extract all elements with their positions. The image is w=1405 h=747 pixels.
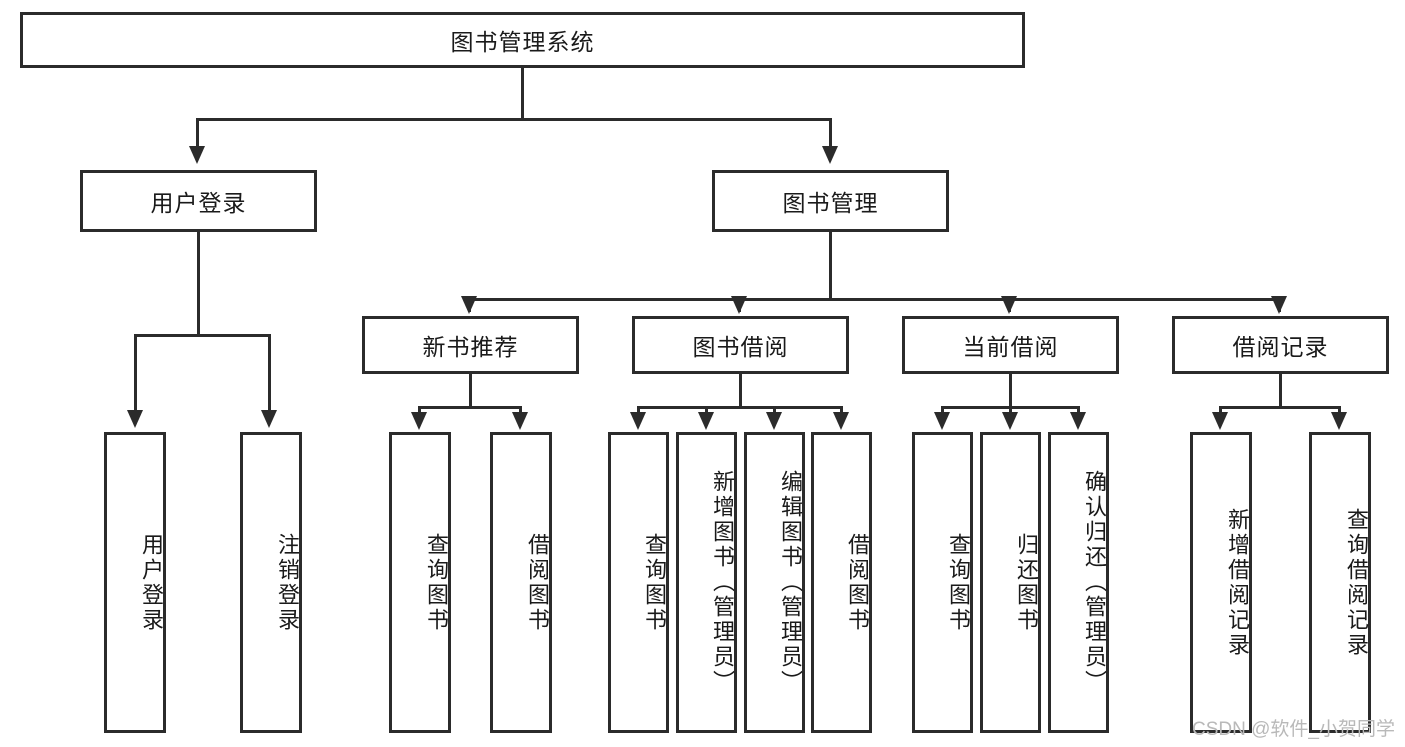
arrowhead-leaf-logout: [261, 410, 277, 428]
leaf-bb-query-book[interactable]: 查询图书: [608, 432, 669, 733]
connector-user-login-to-leaf-2: [268, 334, 271, 412]
arrowhead-book-borrow: [731, 296, 747, 314]
arrowhead-user-login: [189, 146, 205, 164]
node-label: 归还图书: [1014, 532, 1039, 633]
node-label: 用户登录: [150, 190, 247, 216]
arrowhead-current-borrow: [1001, 296, 1017, 314]
node-label: 用户登录: [139, 532, 164, 633]
node-label: 查询图书: [946, 532, 971, 633]
connector-cb-trunk: [1009, 374, 1012, 408]
node-label: 确认归还（管理员）: [1082, 470, 1107, 695]
connector-br-bar: [1219, 406, 1341, 409]
connector-root-to-user-login: [196, 118, 199, 148]
leaf-bb-borrow-book[interactable]: 借阅图书: [811, 432, 872, 733]
leaf-nbr-borrow-book[interactable]: 借阅图书: [490, 432, 552, 733]
leaf-user-login[interactable]: 用户登录: [104, 432, 166, 733]
node-label: 图书管理系统: [450, 29, 595, 55]
node-root-book-management-system[interactable]: 图书管理系统: [20, 12, 1025, 68]
connector-user-login-to-leaf-1: [134, 334, 137, 412]
node-label: 注销登录: [275, 532, 300, 633]
node-label: 当前借阅: [962, 334, 1059, 360]
arrowhead-cb-leaf-2: [1002, 412, 1018, 430]
leaf-bb-add-book-admin[interactable]: 新增图书（管理员）: [676, 432, 737, 733]
connector-bb-bar: [637, 406, 843, 409]
arrowhead-bb-leaf-4: [833, 412, 849, 430]
connector-bb-trunk: [739, 374, 742, 408]
node-label: 借阅图书: [525, 532, 550, 633]
node-book-management[interactable]: 图书管理: [712, 170, 949, 232]
node-label: 查询图书: [642, 532, 667, 633]
arrowhead-bb-leaf-1: [630, 412, 646, 430]
leaf-logout[interactable]: 注销登录: [240, 432, 302, 733]
csdn-watermark: CSDN @软件_小贺同学: [1192, 719, 1395, 740]
connector-nbr-trunk: [469, 374, 472, 408]
node-label: 图书管理: [782, 190, 879, 216]
arrowhead-cb-leaf-1: [934, 412, 950, 430]
connector-br-trunk: [1279, 374, 1282, 408]
leaf-nbr-query-book[interactable]: 查询图书: [389, 432, 451, 733]
connector-root-trunk: [521, 68, 524, 120]
node-label: 借阅记录: [1232, 334, 1329, 360]
arrowhead-nbr-leaf-1: [411, 412, 427, 430]
arrowhead-cb-leaf-3: [1070, 412, 1086, 430]
leaf-bb-edit-book-admin[interactable]: 编辑图书（管理员）: [744, 432, 805, 733]
connector-nbr-bar: [418, 406, 522, 409]
node-label: 新增图书（管理员）: [710, 470, 735, 695]
node-label: 编辑图书（管理员）: [778, 470, 803, 695]
arrowhead-br-leaf-2: [1331, 412, 1347, 430]
arrowhead-bb-leaf-3: [766, 412, 782, 430]
arrowhead-br-leaf-1: [1212, 412, 1228, 430]
node-borrow-record[interactable]: 借阅记录: [1172, 316, 1389, 374]
arrowhead-bb-leaf-2: [698, 412, 714, 430]
connector-book-management-bar: [468, 298, 1279, 301]
node-book-borrow[interactable]: 图书借阅: [632, 316, 849, 374]
connector-user-login-trunk: [197, 232, 200, 336]
leaf-br-add-record[interactable]: 新增借阅记录: [1190, 432, 1252, 733]
leaf-cb-return-book[interactable]: 归还图书: [980, 432, 1041, 733]
leaf-br-query-record[interactable]: 查询借阅记录: [1309, 432, 1371, 733]
connector-user-login-bar: [134, 334, 271, 337]
node-new-book-recommend[interactable]: 新书推荐: [362, 316, 579, 374]
connector-root-bar: [196, 118, 832, 121]
node-label: 新增借阅记录: [1225, 507, 1250, 658]
node-user-login[interactable]: 用户登录: [80, 170, 317, 232]
node-label: 查询图书: [424, 532, 449, 633]
leaf-cb-confirm-return-admin[interactable]: 确认归还（管理员）: [1048, 432, 1109, 733]
arrowhead-borrow-record: [1271, 296, 1287, 314]
node-label: 图书借阅: [692, 334, 789, 360]
connector-root-to-book-management: [829, 118, 832, 148]
arrowhead-nbr-leaf-2: [512, 412, 528, 430]
arrowhead-book-management: [822, 146, 838, 164]
node-current-borrow[interactable]: 当前借阅: [902, 316, 1119, 374]
node-label: 新书推荐: [422, 334, 519, 360]
leaf-cb-query-book[interactable]: 查询图书: [912, 432, 973, 733]
connector-book-management-trunk: [829, 232, 832, 300]
arrowhead-leaf-user-login: [127, 410, 143, 428]
node-label: 查询借阅记录: [1344, 507, 1369, 658]
arrowhead-new-book-recommend: [461, 296, 477, 314]
node-label: 借阅图书: [845, 532, 870, 633]
